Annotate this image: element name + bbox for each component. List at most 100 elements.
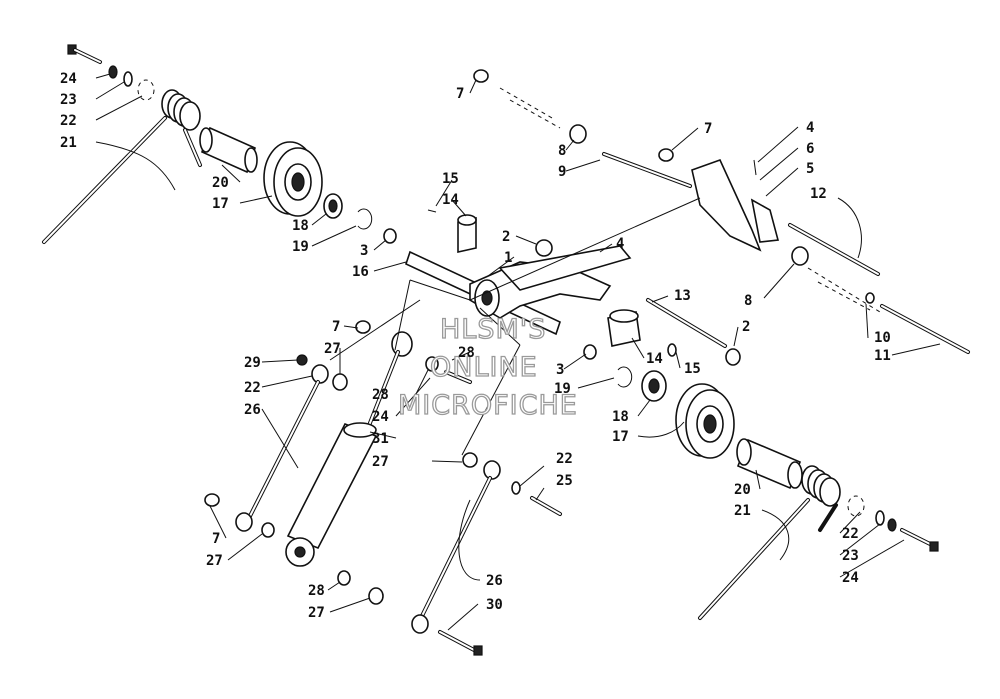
center-bushing-left (383, 228, 397, 244)
callout-label: 29 (244, 355, 261, 371)
callout-label: 2 (742, 319, 750, 335)
shock-lower-bolt (438, 630, 483, 656)
callout-label: 22 (244, 380, 261, 396)
callout-label: 27 (324, 341, 341, 357)
callout-label: 21 (734, 503, 751, 519)
center-lower-bumper (607, 309, 641, 347)
callout-label: 3 (556, 362, 564, 378)
callout-label: 14 (442, 192, 459, 208)
right-link-rod (411, 460, 501, 634)
callout-label: 28 (308, 583, 325, 599)
center-bushing-top (535, 239, 553, 257)
callout-label: 17 (212, 196, 229, 212)
callout-label: 15 (684, 361, 701, 377)
center-snap-ring (617, 366, 633, 388)
shock-upper-bolt (444, 370, 472, 384)
callout-label: 6 (806, 141, 814, 157)
lower-right-washer (875, 510, 885, 526)
callout-label: 27 (372, 454, 389, 470)
rear-bolt-pin (753, 159, 757, 176)
callout-label: 22 (60, 113, 77, 129)
upper-left-spacer-tube (199, 126, 258, 174)
callout-label: 3 (360, 243, 368, 259)
alignment-lines (329, 197, 701, 456)
callout-label: 28 (372, 387, 389, 403)
center-upper-bushing (462, 452, 478, 468)
callout-label: 30 (486, 597, 503, 613)
callout-label: 19 (292, 239, 309, 255)
callout-label: 1 (504, 250, 512, 266)
callout-label: 5 (806, 161, 814, 177)
lower-right-bolt (865, 292, 970, 354)
watermark-line-1: HLSM'S (440, 314, 546, 345)
callout-label: 8 (744, 293, 752, 309)
callout-label: 7 (212, 531, 220, 547)
callout-label: 18 (292, 218, 309, 234)
callout-label: 24 (842, 570, 859, 586)
callout-label: 13 (674, 288, 691, 304)
callout-labels: 24 23 22 21 20 17 18 19 3 16 15 14 2 1 4… (60, 71, 891, 621)
callout-label: 7 (456, 86, 464, 102)
center-small-bushing (583, 344, 597, 360)
callout-label: 25 (556, 473, 573, 489)
callout-label: 20 (734, 482, 751, 498)
callout-label: 7 (704, 121, 712, 137)
left-link-lower-bushing (261, 522, 275, 538)
upper-shaft (602, 152, 692, 188)
callout-label: 23 (60, 92, 77, 108)
callout-label: 15 (442, 171, 459, 187)
lower-right-bolt-24 (900, 528, 939, 552)
callout-label: 12 (810, 186, 827, 202)
rear-right-bushing (791, 246, 809, 266)
callout-label: 22 (842, 526, 859, 542)
center-right-bushing (725, 348, 741, 366)
lower-right-spacer-ghost (847, 495, 865, 517)
callout-label: 20 (212, 175, 229, 191)
shock-absorber (285, 331, 413, 567)
upper-left-idler-wheel (263, 141, 323, 217)
callout-label: 24 (60, 71, 77, 87)
upper-left-bearing-center (328, 199, 338, 213)
callout-label: 14 (646, 351, 663, 367)
upper-left-washer (123, 71, 133, 87)
lower-right-torsion-spring (698, 465, 841, 620)
callout-label: 7 (332, 319, 340, 335)
shock-top-nut (355, 320, 371, 334)
watermark-line-3: MICROFICHE (398, 390, 578, 421)
callout-label: 31 (372, 431, 389, 447)
leader-lines (95, 73, 941, 631)
callout-label: 28 (458, 345, 475, 361)
lower-right-bearing-center (648, 378, 660, 394)
shock-lower-spacer (337, 570, 351, 586)
pivot-arm (469, 245, 632, 319)
callout-label: 17 (612, 429, 629, 445)
left-link-rod (235, 364, 329, 532)
left-link-lower-nut (204, 493, 220, 507)
lower-right-idler-wheel (675, 383, 735, 459)
upper-right-nut (658, 148, 674, 162)
callout-label: 4 (806, 120, 814, 136)
center-rubber-bumper (457, 214, 477, 253)
callout-label: 21 (60, 135, 77, 151)
upper-left-bolt (67, 44, 102, 64)
callout-label: 4 (616, 236, 624, 252)
center-pin (427, 209, 437, 213)
callout-label: 9 (558, 164, 566, 180)
callout-label: 24 (372, 409, 389, 425)
callout-label: 27 (308, 605, 325, 621)
callout-label: 8 (558, 143, 566, 159)
lower-right-spacer-tube (736, 438, 803, 490)
callout-label: 10 (874, 330, 891, 346)
callout-label: 27 (206, 553, 223, 569)
upper-bushing (569, 124, 587, 144)
callout-label: 18 (612, 409, 629, 425)
shock-upper-spacer (425, 356, 439, 372)
watermark: HLSM'S ONLINE MICROFICHE (397, 313, 578, 421)
callout-label: 16 (352, 264, 369, 280)
rear-bracket (691, 158, 780, 252)
center-right-shaft (646, 298, 727, 348)
watermark-line-2: ONLINE (430, 352, 538, 383)
left-link-nut (296, 354, 308, 366)
upper-left-torsion-spring (42, 89, 202, 244)
